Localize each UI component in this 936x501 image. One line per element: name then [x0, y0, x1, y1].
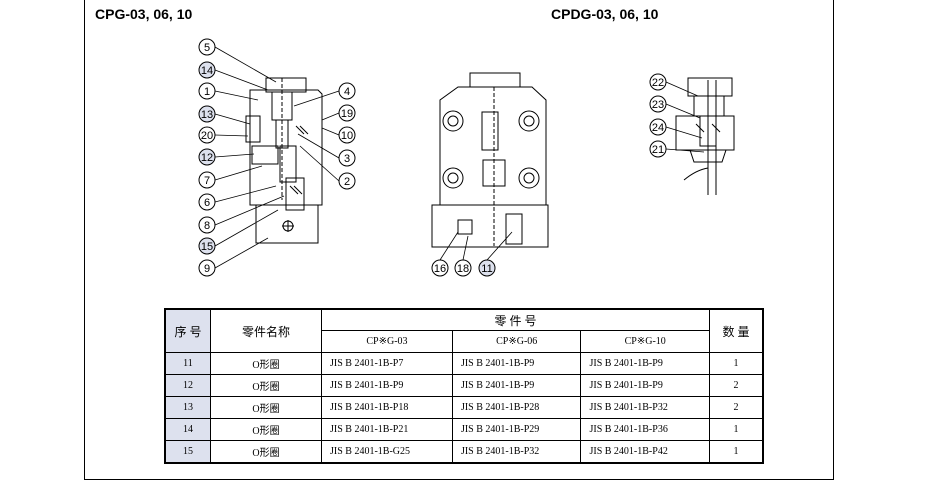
callout-21: 21 — [649, 140, 667, 158]
row-p03: JIS B 2401-1B-G25 — [321, 440, 453, 464]
svg-text:18: 18 — [457, 263, 469, 275]
header-name: 零件名称 — [210, 308, 322, 353]
title-cpg: CPG-03, 06, 10 — [95, 6, 193, 22]
callout-22: 22 — [649, 73, 667, 91]
svg-text:5: 5 — [204, 42, 210, 54]
svg-text:1: 1 — [204, 86, 210, 98]
row-p06: JIS B 2401-1B-P32 — [451, 440, 582, 464]
row-p06: JIS B 2401-1B-P28 — [451, 396, 582, 419]
row-no: 15 — [164, 440, 211, 464]
row-no: 14 — [164, 418, 211, 441]
row-no: 12 — [164, 374, 211, 397]
row-p10: JIS B 2401-1B-P42 — [580, 440, 710, 464]
callout-5: 5 — [198, 38, 216, 56]
row-p06: JIS B 2401-1B-P29 — [451, 418, 582, 441]
callout-8: 8 — [198, 216, 216, 234]
parts-table: 序 号 零件名称 零 件 号 数 量 CP※G-03 CP※G-06 CP※G-… — [164, 308, 764, 464]
callout-14: 14 — [198, 61, 216, 79]
row-p03: JIS B 2401-1B-P18 — [321, 396, 453, 419]
svg-text:12: 12 — [201, 152, 213, 164]
callout-4: 4 — [338, 82, 356, 100]
svg-text:23: 23 — [652, 99, 664, 111]
row-p03: JIS B 2401-1B-P7 — [321, 352, 453, 375]
row-qty: 2 — [709, 396, 764, 419]
svg-text:4: 4 — [344, 86, 350, 98]
row-p06: JIS B 2401-1B-P9 — [451, 374, 582, 397]
svg-text:9: 9 — [204, 263, 210, 275]
svg-text:16: 16 — [434, 263, 446, 275]
callout-6: 6 — [198, 193, 216, 211]
cpdg-detail-callouts — [665, 81, 705, 153]
callout-12: 12 — [198, 148, 216, 166]
callout-18: 18 — [454, 259, 472, 277]
row-name: O形圈 — [210, 396, 322, 419]
row-p10: JIS B 2401-1B-P9 — [580, 352, 710, 375]
cpg-callouts — [214, 46, 340, 269]
row-name: O形圈 — [210, 374, 322, 397]
callout-10: 10 — [338, 126, 356, 144]
svg-text:19: 19 — [341, 108, 353, 120]
title-cpdg: CPDG-03, 06, 10 — [551, 6, 659, 22]
svg-text:22: 22 — [652, 77, 664, 89]
svg-text:13: 13 — [201, 109, 213, 121]
svg-text:20: 20 — [201, 130, 213, 142]
svg-text:11: 11 — [481, 263, 492, 275]
header-partno: 零 件 号 — [321, 308, 710, 331]
svg-text:14: 14 — [201, 65, 213, 77]
svg-text:24: 24 — [652, 122, 664, 134]
header-model-10: CP※G-10 — [580, 330, 710, 353]
header-qty: 数 量 — [709, 308, 764, 353]
row-p03: JIS B 2401-1B-P21 — [321, 418, 453, 441]
svg-text:3: 3 — [344, 153, 350, 165]
header-seq: 序 号 — [164, 308, 211, 353]
table-row: 15 O形圈 JIS B 2401-1B-G25 JIS B 2401-1B-P… — [164, 440, 764, 464]
svg-text:6: 6 — [204, 197, 210, 209]
row-name: O形圈 — [210, 418, 322, 441]
svg-text:8: 8 — [204, 220, 210, 232]
row-qty: 2 — [709, 374, 764, 397]
table-row: 14 O形圈 JIS B 2401-1B-P21 JIS B 2401-1B-P… — [164, 418, 764, 441]
callout-19: 19 — [338, 104, 356, 122]
row-qty: 1 — [709, 418, 764, 441]
callout-3: 3 — [338, 149, 356, 167]
cpg-section-view — [245, 77, 323, 244]
row-qty: 1 — [709, 352, 764, 375]
row-p10: JIS B 2401-1B-P9 — [580, 374, 710, 397]
row-p06: JIS B 2401-1B-P9 — [451, 352, 582, 375]
svg-text:21: 21 — [652, 144, 664, 156]
row-p10: JIS B 2401-1B-P36 — [580, 418, 710, 441]
callout-1: 1 — [198, 82, 216, 100]
row-qty: 1 — [709, 440, 764, 464]
row-name: O形圈 — [210, 440, 322, 464]
row-p10: JIS B 2401-1B-P32 — [580, 396, 710, 419]
header-model-06: CP※G-06 — [451, 330, 582, 353]
table-row: 13 O形圈 JIS B 2401-1B-P18 JIS B 2401-1B-P… — [164, 396, 764, 419]
row-name: O形圈 — [210, 352, 322, 375]
svg-text:10: 10 — [341, 130, 353, 142]
callout-20: 20 — [198, 126, 216, 144]
callout-15: 15 — [198, 237, 216, 255]
cpdg-callouts — [439, 231, 513, 261]
row-p03: JIS B 2401-1B-P9 — [321, 374, 453, 397]
row-no: 11 — [164, 352, 211, 375]
callout-23: 23 — [649, 95, 667, 113]
cpdg-detail-view — [675, 77, 735, 195]
svg-text:15: 15 — [201, 241, 213, 253]
diagram-frame — [84, 0, 834, 480]
callout-16: 16 — [431, 259, 449, 277]
callout-9: 9 — [198, 259, 216, 277]
table-row: 12 O形圈 JIS B 2401-1B-P9 JIS B 2401-1B-P9… — [164, 374, 764, 397]
callout-11: 11 — [478, 259, 496, 277]
header-model-03: CP※G-03 — [321, 330, 453, 353]
row-no: 13 — [164, 396, 211, 419]
callout-24: 24 — [649, 118, 667, 136]
table-row: 11 O形圈 JIS B 2401-1B-P7 JIS B 2401-1B-P9… — [164, 352, 764, 375]
callout-13: 13 — [198, 105, 216, 123]
svg-text:7: 7 — [204, 175, 210, 187]
callout-2: 2 — [338, 172, 356, 190]
callout-7: 7 — [198, 171, 216, 189]
cpdg-front-view — [431, 72, 549, 248]
svg-text:2: 2 — [344, 176, 350, 188]
